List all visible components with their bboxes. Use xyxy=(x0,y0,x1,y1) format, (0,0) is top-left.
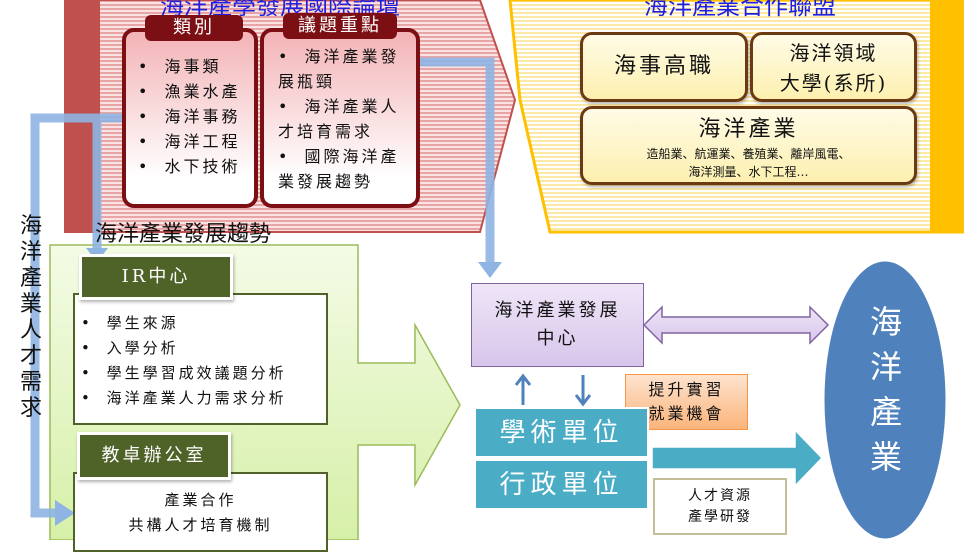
talent-demand-label: 海洋產業人才需求 xyxy=(20,214,43,421)
teaching-line: 產業合作 xyxy=(164,491,237,509)
industry-box: 海洋產業 造船業、航運業、養殖業、離岸風電、 海洋測量、水下工程… xyxy=(580,106,917,185)
ir-item: 入學分析 xyxy=(81,336,326,361)
rnd-line: 人才資源 xyxy=(688,488,752,504)
arrow-head-icon xyxy=(478,262,502,278)
arrow-head-icon xyxy=(55,500,75,526)
alliance-bar xyxy=(930,0,964,232)
center-industry-double-arrow xyxy=(642,305,830,345)
industry-sub: 海洋測量、水下工程… xyxy=(688,165,809,179)
category-item: 海洋工程 xyxy=(138,129,254,154)
university-box: 海洋領域 大學(系所) xyxy=(750,32,917,102)
ir-header: IR中心 xyxy=(79,254,233,300)
teaching-line: 共構人才培育機制 xyxy=(128,516,273,534)
focus-header: 議題重點 xyxy=(283,13,397,39)
focus-item: 海洋產業發展瓶頸 xyxy=(278,44,408,94)
university-line: 大學(系所) xyxy=(779,71,888,95)
category-item: 海洋事務 xyxy=(138,104,254,129)
ocean-industry-ellipse xyxy=(821,258,949,540)
teaching-header: 教卓辦公室 xyxy=(77,432,231,480)
center-line: 中心 xyxy=(536,328,579,349)
units-to-industry-arrow xyxy=(651,428,824,488)
ir-box: 學生來源 入學分析 學生學習成效議題分析 海洋產業人力需求分析 xyxy=(73,293,328,425)
focus-item: 國際海洋產業發展趨勢 xyxy=(278,144,408,194)
academic-unit-box: 學術單位 xyxy=(474,407,649,458)
alliance-title: 海洋產業合作聯盟 xyxy=(644,0,836,20)
vocational-box: 海事高職 xyxy=(580,32,748,102)
down-arrow-icon xyxy=(574,375,592,407)
rnd-box: 人才資源 產學研發 xyxy=(653,478,787,535)
center-line: 海洋產業發展 xyxy=(494,300,621,321)
internship-line: 提升實習 xyxy=(648,380,725,399)
ir-item: 學生來源 xyxy=(81,311,326,336)
industry-title: 海洋產業 xyxy=(698,117,799,142)
industry-sub: 造船業、航運業、養殖業、離岸風電、 xyxy=(646,147,851,161)
ocean-industry-label: 海洋產業 xyxy=(869,303,902,476)
category-item: 海事類 xyxy=(138,54,254,79)
ir-item: 學生學習成效議題分析 xyxy=(81,361,326,386)
up-arrow-icon xyxy=(514,373,532,405)
teaching-box: 產業合作 共構人才培育機制 xyxy=(73,472,328,552)
talent-flow-arrow xyxy=(30,57,495,518)
ir-item: 海洋產業人力需求分析 xyxy=(81,386,326,411)
focus-box: 海洋產業發展瓶頸 海洋產業人才培育需求 國際海洋產業發展趨勢 xyxy=(260,28,420,208)
development-center-box: 海洋產業發展 中心 xyxy=(471,283,644,367)
rnd-line: 產學研發 xyxy=(688,509,752,525)
trend-title: 海洋產業發展趨勢 xyxy=(95,222,272,247)
internship-line: 就業機會 xyxy=(648,404,725,423)
admin-unit-box: 行政單位 xyxy=(474,459,649,510)
category-item: 漁業水產 xyxy=(138,79,254,104)
category-item: 水下技術 xyxy=(138,154,254,179)
category-box: 海事類 漁業水產 海洋事務 海洋工程 水下技術 xyxy=(122,28,258,208)
category-header: 類別 xyxy=(145,15,243,41)
focus-item: 海洋產業人才培育需求 xyxy=(278,94,408,144)
university-line: 海洋領域 xyxy=(789,41,878,65)
